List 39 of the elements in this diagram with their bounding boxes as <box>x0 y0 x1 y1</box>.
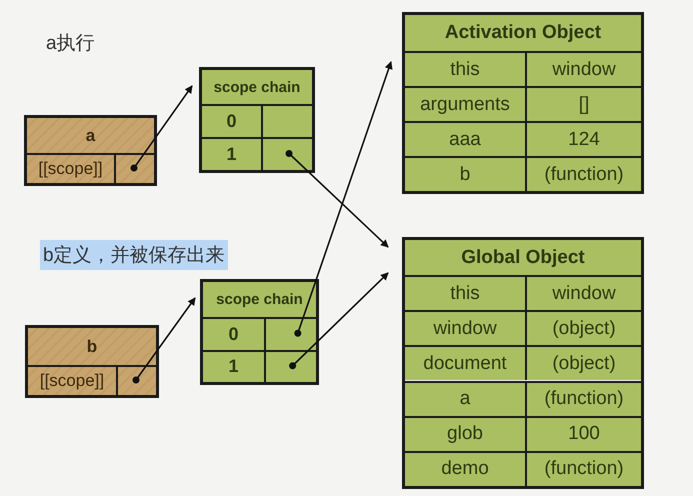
table-cell: window <box>405 310 525 346</box>
table-cell: a <box>405 380 525 416</box>
table-header: scope chain <box>202 70 312 104</box>
table-cell: demo <box>405 450 525 486</box>
table-cell: arguments <box>405 86 525 121</box>
table-header: scope chain <box>203 282 316 317</box>
table-cell: 1 <box>203 350 264 382</box>
table-cell: (function) <box>525 450 641 486</box>
table-cell: 0 <box>203 317 264 350</box>
table-cell: this <box>405 275 525 310</box>
table-cell: (object) <box>525 345 641 380</box>
table-cell: [[scope]] <box>27 153 114 183</box>
pointer-arrow <box>132 297 196 384</box>
pointer-arrow <box>130 85 193 172</box>
table-header: a <box>27 118 154 153</box>
table-cell: 1 <box>202 137 261 170</box>
table-cell: (function) <box>525 156 641 191</box>
table-cell: window <box>525 51 641 86</box>
table-cell: 100 <box>525 416 641 451</box>
pointer-arrow <box>294 61 392 337</box>
table-cell: (object) <box>525 310 641 346</box>
table-cell: 124 <box>525 121 641 156</box>
table-cell: aaa <box>405 121 525 156</box>
pointer-arrow <box>289 272 389 370</box>
highlighted-note: b定义，并被保存出来 <box>40 240 228 270</box>
table-header: Global Object <box>405 240 641 275</box>
table-header: Activation Object <box>405 15 641 51</box>
table-cell: this <box>405 51 525 86</box>
table-cell: (function) <box>525 380 641 416</box>
table-cell: [[scope]] <box>28 365 116 395</box>
table-cell: glob <box>405 416 525 451</box>
pointer-arrow <box>286 150 389 248</box>
table-cell: [] <box>525 86 641 121</box>
table-cell: b <box>405 156 525 191</box>
table-cell: 0 <box>202 104 261 137</box>
table-cell: window <box>525 275 641 310</box>
step-note: a执行 <box>46 32 95 56</box>
table-header: b <box>28 328 156 365</box>
table-cell: document <box>405 345 525 380</box>
